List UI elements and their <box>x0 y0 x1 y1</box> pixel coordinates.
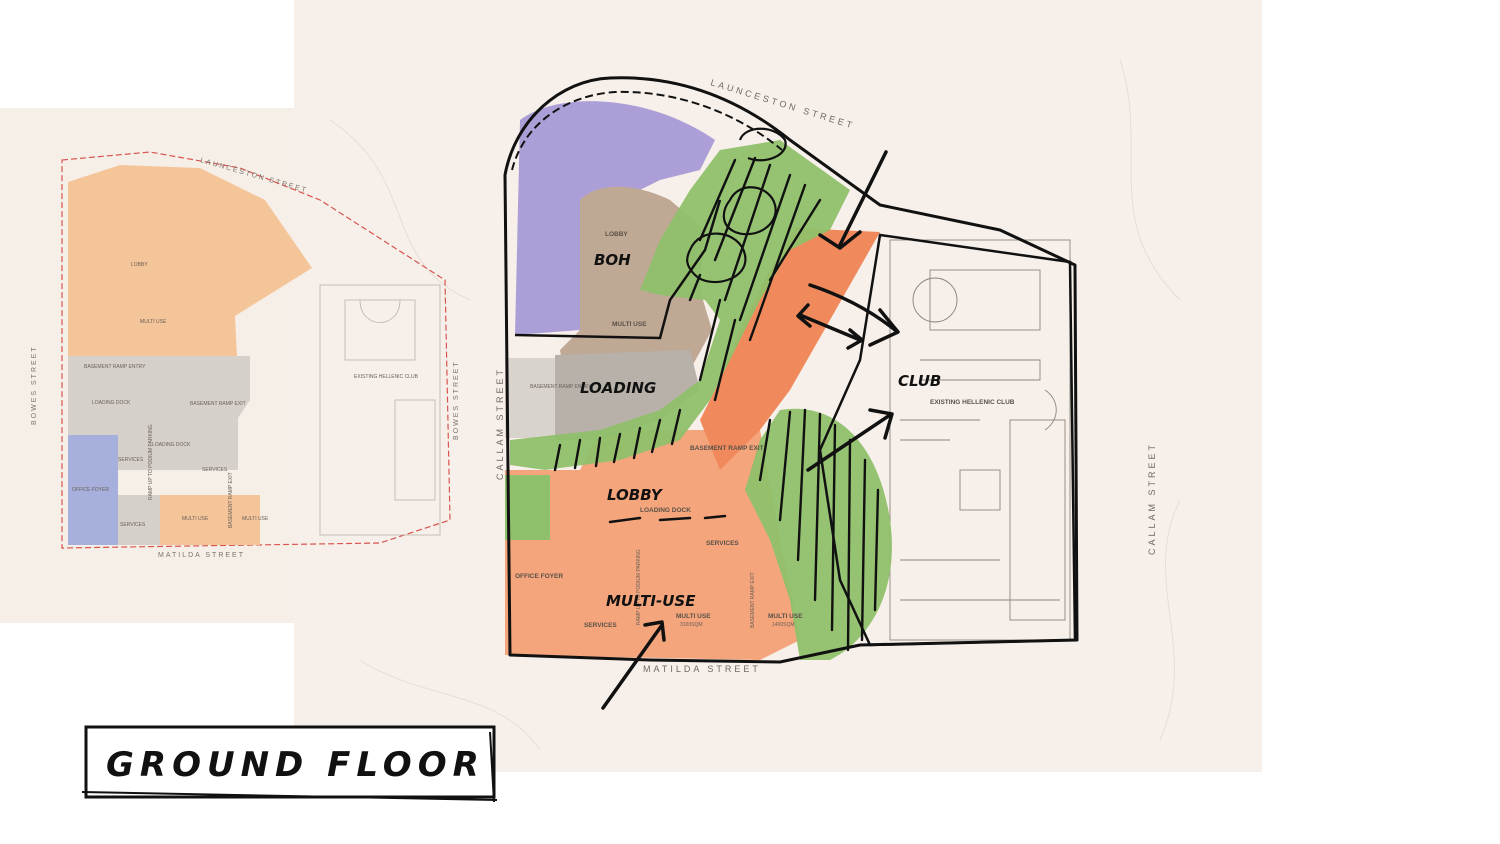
sketch-site-outline-inner <box>511 90 783 171</box>
zone-purple-boh <box>515 101 715 335</box>
main-street-south: MATILDA STREET <box>643 664 761 674</box>
main-label-office-foyer: OFFICE FOYER <box>515 573 563 580</box>
sketch-circles <box>686 127 787 284</box>
club-linework <box>889 239 1071 641</box>
left-label-basement-exit: BASEMENT RAMP EXIT <box>190 401 246 407</box>
zone-green-north <box>510 140 850 470</box>
title-text: GROUND FLOOR <box>106 745 485 785</box>
sketch-label-loading: LOADING <box>580 379 656 397</box>
marble-veins <box>329 59 1181 751</box>
lobby-underline <box>608 514 727 524</box>
left-plan: LOBBY MULTI USE BASEMENT RAMP ENTRY LOAD… <box>31 151 460 559</box>
main-label-existing-club: EXISTING HELLENIC CLUB <box>930 399 1015 406</box>
zone-orange-circulation <box>700 228 880 470</box>
left-zone-orange-lobby <box>68 165 312 356</box>
main-label-basement-exit: BASEMENT RAMP EXIT <box>690 445 764 452</box>
left-label-ramp-up: RAMP UP TO PODIUM PARKING <box>148 424 154 500</box>
main-label-multi-use-right-area: 1400SQM <box>772 622 795 628</box>
left-street-south: MATILDA STREET <box>158 552 245 559</box>
main-plan: LOBBY MULTI USE BASEMENT RAMP ENTRY BASE… <box>495 76 1157 674</box>
arrow-north-entry <box>818 150 888 250</box>
arrow-club-north <box>806 408 894 472</box>
title-box-frame <box>84 725 496 799</box>
main-street-east: CALLAM STREET <box>1147 442 1157 555</box>
left-label-multi-use-2: MULTI USE <box>182 516 209 522</box>
main-label-multi-use-bottom: MULTI USE <box>676 613 711 620</box>
title-box: GROUND FLOOR <box>81 725 498 803</box>
left-zone-blue <box>68 435 118 545</box>
main-label-basement-ramp: BASEMENT RAMP EXIT <box>750 572 756 628</box>
arrow-double <box>796 303 864 350</box>
left-label-loading-dock-2: LOADING DOCK <box>152 442 191 448</box>
arrow-club-east <box>808 283 900 347</box>
main-label-services: SERVICES <box>706 540 739 547</box>
sketch-site-outline <box>503 76 1079 664</box>
left-street-west: BOWES STREET <box>31 345 38 425</box>
main-label-services-2: SERVICES <box>584 622 617 629</box>
left-zone-orange-bottom <box>160 495 260 545</box>
left-label-office-foyer: OFFICE FOYER <box>72 487 109 493</box>
left-street-east: BOWES STREET <box>453 360 460 440</box>
sketch-label-boh: BOH <box>594 251 631 269</box>
main-label-multi-use-top: MULTI USE <box>612 321 647 328</box>
main-label-loading-dock: LOADING DOCK <box>640 507 691 514</box>
left-label-services-2: SERVICES <box>202 467 228 473</box>
sketch-label-lobby: LOBBY <box>607 486 664 504</box>
left-zone-grey-2 <box>118 495 160 545</box>
sketch-club-boundary <box>818 233 1077 647</box>
left-label-existing-club: EXISTING HELLENIC CLUB <box>354 374 419 380</box>
sketch-arrows <box>601 150 900 710</box>
zone-grey-loading <box>555 350 700 440</box>
arrow-south-entry <box>601 620 666 710</box>
left-label-lobby: LOBBY <box>131 262 148 268</box>
main-label-basement-entry: BASEMENT RAMP ENTRY <box>530 384 592 390</box>
left-label-services-3: SERVICES <box>120 522 146 528</box>
left-label-basement-ramp-2: BASEMENT RAMP EXIT <box>228 472 234 528</box>
left-label-services-1: SERVICES <box>118 457 144 463</box>
main-label-lobby: LOBBY <box>605 231 628 238</box>
green-hatching <box>553 156 880 652</box>
main-label-ramp: RAMP UP TO PODIUM PARKING <box>636 549 642 625</box>
main-street-west: CALLAM STREET <box>495 367 505 480</box>
left-label-multi-use-3: MULTI USE <box>242 516 269 522</box>
zone-green-west <box>505 475 550 540</box>
left-site-boundary <box>61 151 451 549</box>
sketch-label-multi-use: MULTI-USE <box>606 592 696 610</box>
title-box-frame-sketch <box>81 731 498 803</box>
left-label-basement-entry: BASEMENT RAMP ENTRY <box>84 364 146 370</box>
zone-green-east <box>745 408 892 660</box>
main-label-multi-use-bottom-area: 3100SQM <box>680 622 703 628</box>
zone-orange-lower <box>505 430 800 660</box>
sketch-label-club: CLUB <box>898 372 941 390</box>
main-label-multi-use-right: MULTI USE <box>768 613 803 620</box>
left-label-loading-dock-1: LOADING DOCK <box>92 400 131 406</box>
left-club-linework <box>319 284 441 536</box>
left-label-multi-use: MULTI USE <box>140 319 167 325</box>
